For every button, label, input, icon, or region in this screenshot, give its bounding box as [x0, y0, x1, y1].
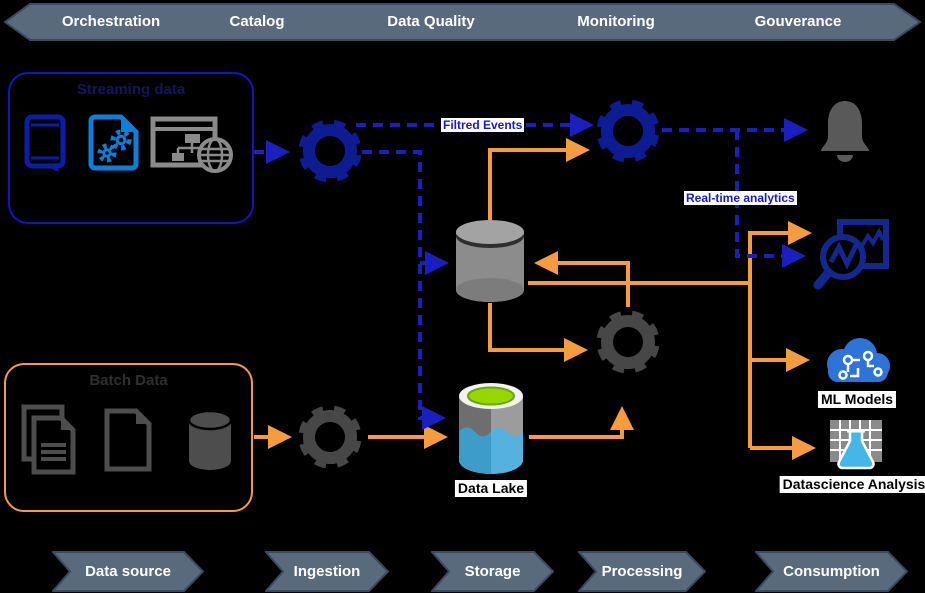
document-icon [104, 408, 152, 472]
flow-step-storage: Storage [431, 551, 554, 592]
flow-step-label: Processing [601, 563, 683, 580]
streaming-group-title: Streaming data [76, 81, 186, 98]
edge-processing-gear-to-db [534, 251, 630, 307]
flow-step-label: Storage [464, 563, 521, 580]
ml-models-icon [827, 338, 890, 382]
realtime-analytics-label: Real-time analytics [684, 191, 797, 205]
flow-step-consumption: Consumption [755, 551, 908, 592]
ribbon-item-monitoring: Monitoring [577, 13, 655, 30]
edge-db-to-processing-gear [488, 303, 588, 362]
flow-step-processing: Processing [578, 551, 706, 592]
edge-realtime-analytics [735, 130, 806, 268]
datascience-analysis-label: Datascience Analysis [779, 476, 925, 493]
database-icon [187, 409, 233, 470]
blue-streaming-edges [254, 113, 808, 430]
edge-stream-to-datalake [362, 150, 446, 430]
flow-step-label: Ingestion [293, 563, 361, 580]
ribbon-item-gouverance: Gouverance [754, 13, 842, 30]
flow-step-label: Data source [85, 563, 171, 580]
ml-models-label: ML Models [817, 391, 897, 408]
orange-batch-edges [254, 138, 816, 460]
processing-gear-icon [596, 310, 660, 374]
batch-data-group: Batch Data [4, 363, 253, 512]
flow-step-label: Consumption [783, 563, 880, 580]
batch-ingestion-gear-icon [298, 405, 362, 469]
edge-bus-to-analytics [748, 221, 812, 283]
stream-store-database-icon [456, 220, 524, 302]
documents-copy-icon [21, 404, 76, 475]
data-lake-label: Data Lake [454, 480, 528, 497]
monitoring-gear-icon [596, 99, 660, 163]
mobile-icon [24, 114, 66, 172]
website-sitemap-icon [150, 116, 233, 173]
streaming-ingestion-gear-icon [298, 119, 362, 183]
datascience-analysis-icon [830, 420, 882, 470]
edge-datalake-to-processing-gear [529, 406, 634, 439]
ribbon-item-data-quality: Data Quality [387, 13, 475, 30]
edge-db-to-monitoring-gear [488, 138, 590, 221]
batch-group-title: Batch Data [89, 372, 168, 389]
streaming-data-group: Streaming data [8, 72, 254, 224]
data-lake-icon [459, 383, 523, 474]
filtered-events-label: Filtred Events [441, 118, 525, 132]
top-ribbon-shape [4, 3, 921, 41]
flow-step-data-source: Data source [52, 551, 204, 592]
alert-bell-icon [821, 101, 869, 162]
ribbon-item-catalog: Catalog [229, 13, 285, 30]
gear-document-icon [88, 114, 139, 171]
realtime-analytics-icon [813, 219, 889, 290]
ribbon-item-orchestration: Orchestration [61, 13, 161, 30]
flow-step-ingestion: Ingestion [265, 551, 389, 592]
